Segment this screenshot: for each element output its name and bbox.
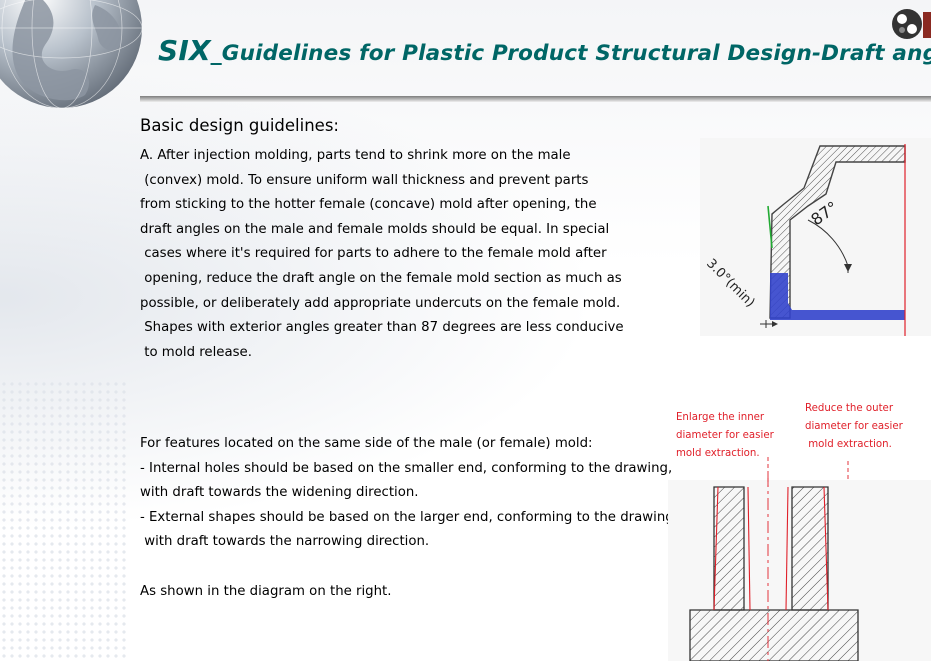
- paragraph-a-line: draft angles on the male and female mold…: [140, 221, 610, 237]
- paragraph-a-line: possible, or deliberately add appropriat…: [140, 295, 621, 311]
- header-divider: [140, 96, 931, 102]
- company-logo-icon: [892, 9, 931, 39]
- globe-icon: [0, 0, 143, 109]
- paragraph-b-line: As shown in the diagram on the right.: [140, 583, 392, 599]
- dot-pattern-decoration: [0, 380, 130, 661]
- paragraph-b-line: For features located on the same side of…: [140, 436, 593, 451]
- paragraph-a-line: cases where it's required for parts to a…: [140, 246, 607, 262]
- paragraph-a-line: opening, reduce the draft angle on the f…: [140, 270, 622, 286]
- callout-reduce-outer: Reduce the outer diameter for easier mol…: [805, 400, 903, 454]
- callout-line: Enlarge the inner: [676, 412, 765, 423]
- callout-line: mold extraction.: [676, 448, 760, 459]
- page-title-rest: _Guidelines for Plastic Product Structur…: [210, 41, 931, 66]
- section-heading: Basic design guidelines:: [140, 116, 339, 135]
- paragraph-a-line: to mold release.: [140, 344, 252, 360]
- draft-angle-diagram: 87° 3.0°(min): [700, 138, 931, 336]
- paragraph-b-line: with draft towards the narrowing directi…: [140, 534, 430, 550]
- callout-line: mold extraction.: [805, 439, 892, 450]
- paragraph-b-line: with draft towards the widening directio…: [140, 485, 419, 501]
- paragraph-a-line: from sticking to the hotter female (conc…: [140, 197, 597, 213]
- callout-line: diameter for easier: [805, 421, 903, 432]
- paragraph-a-line: (convex) mold. To ensure uniform wall th…: [140, 172, 589, 188]
- callout-line: Reduce the outer: [805, 403, 894, 414]
- callout-enlarge-inner: Enlarge the inner diameter for easier mo…: [676, 409, 774, 463]
- page-title: SIX_Guidelines for Plastic Product Struc…: [158, 34, 931, 67]
- paragraph-a-line: Shapes with exterior angles greater than…: [140, 320, 624, 336]
- paragraph-b: For features located on the same side of…: [140, 432, 678, 604]
- paragraph-b-line: [140, 555, 675, 580]
- paragraph-a: A. After injection molding, parts tend t…: [140, 144, 675, 365]
- paragraph-a-line: A. After injection molding, parts tend t…: [140, 148, 571, 163]
- mold-section-diagram: [668, 457, 931, 661]
- paragraph-b-line: - External shapes should be based on the…: [140, 509, 678, 525]
- callout-line: diameter for easier: [676, 430, 774, 441]
- page-title-prefix: SIX: [158, 34, 211, 67]
- paragraph-b-line: - Internal holes should be based on the …: [140, 460, 673, 476]
